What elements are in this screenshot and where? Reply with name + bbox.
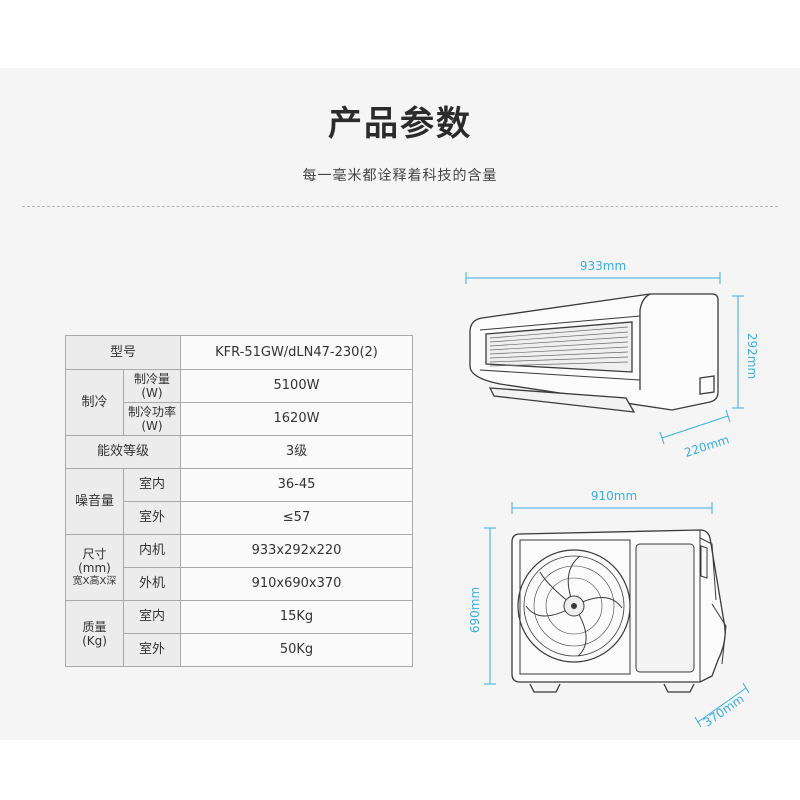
indoor-vent-lines [489,326,629,367]
cooling-label: 制冷 [65,369,124,436]
table-row: 室外 50Kg [66,633,413,667]
dashed-divider [22,206,778,207]
weight-outdoor-label: 室外 [123,633,181,667]
table-row: 噪音量 室内 36-45 [65,468,413,535]
fan-grille-icon [517,549,631,663]
noise-label: 噪音量 [65,468,124,535]
table-row: 型号 KFR-51GW/dLN47-230(2) [65,335,413,370]
outdoor-depth-label: 370mm [701,692,747,730]
cooling-power-value: 1620W [180,402,413,436]
indoor-width-label: 933mm [580,259,626,273]
outdoor-unit-drawing [511,529,727,693]
outdoor-dimension-lines [484,502,750,728]
table-row: 质量 (Kg) 室内 15Kg [65,600,413,667]
model-value: KFR-51GW/dLN47-230(2) [180,335,413,370]
cooling-power-label: 制冷功率 (W) [123,402,181,436]
weight-label: 质量 (Kg) [65,600,124,667]
weight-outdoor-value: 50Kg [180,633,413,667]
size-outdoor-label: 外机 [123,567,181,601]
spec-table: 型号 KFR-51GW/dLN47-230(2) 制冷 制冷量 (W) 5100… [65,335,413,667]
table-row: 制冷功率 (W) 1620W [66,402,413,436]
size-outdoor-value: 910x690x370 [180,567,413,601]
page-subtitle: 每一毫米都诠释着科技的含量 [302,168,498,184]
indoor-dimension-lines [465,272,744,445]
page-title: 产品参数 [328,104,472,144]
noise-indoor-value: 36-45 [180,468,413,502]
table-row: 外机 910x690x370 [66,567,413,601]
outdoor-height-label: 690mm [468,587,482,633]
efficiency-label: 能效等级 [65,435,181,469]
table-row: 能效等级 3级 [65,435,413,469]
noise-outdoor-value: ≤57 [180,501,413,535]
indoor-depth-label: 220mm [683,432,731,460]
indoor-height-label: 292mm [745,333,759,379]
noise-indoor-label: 室内 [123,468,181,502]
weight-indoor-label: 室内 [123,600,181,634]
outdoor-width-label: 910mm [591,489,637,503]
indoor-unit-drawing [469,293,719,413]
size-indoor-label: 内机 [123,534,181,568]
model-label: 型号 [65,335,181,370]
weight-indoor-value: 15Kg [180,600,413,634]
size-indoor-value: 933x292x220 [180,534,413,568]
efficiency-value: 3级 [180,435,413,469]
